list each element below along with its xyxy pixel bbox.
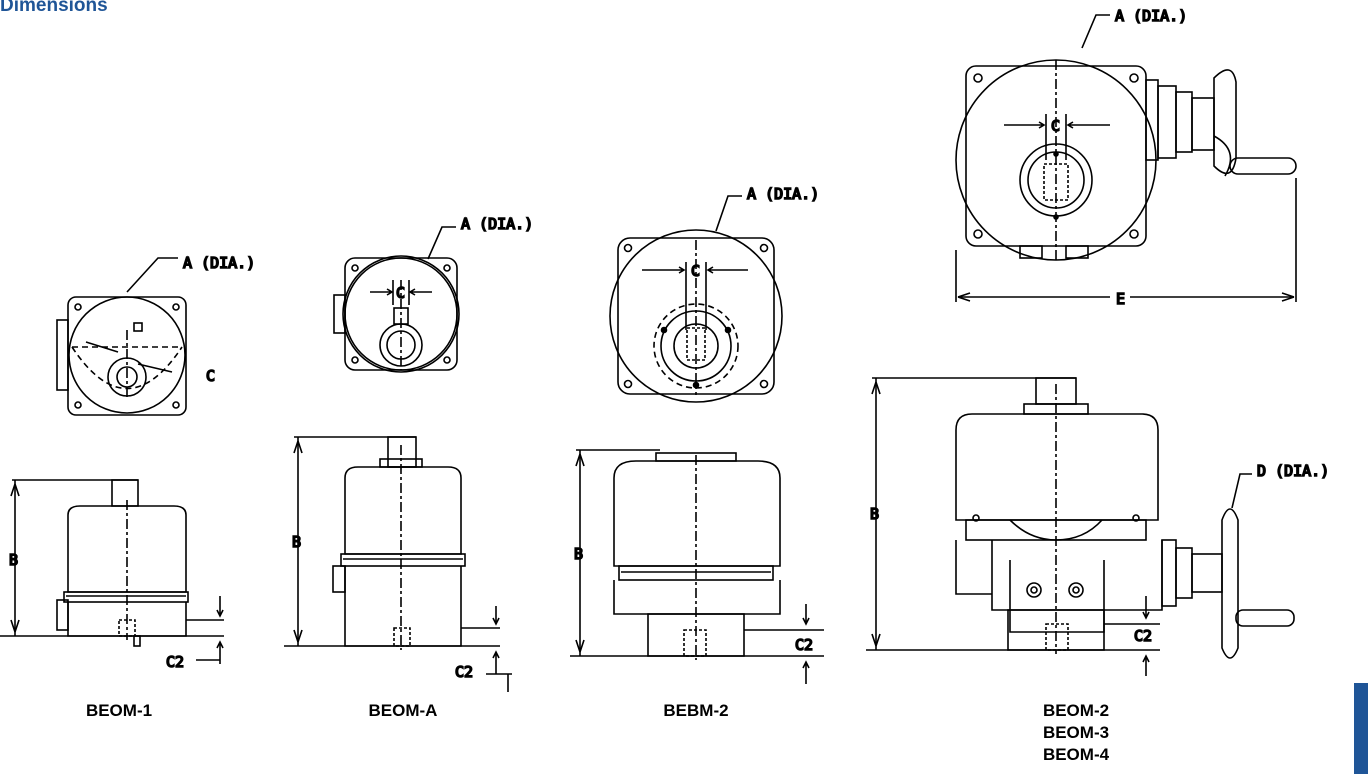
bebm-2-side-view: B C2 xyxy=(570,449,824,684)
model-label-beom-3: BEOM-3 xyxy=(1042,723,1110,742)
model-label-beom-4: BEOM-4 xyxy=(1042,745,1110,764)
beom-234-e-label: E xyxy=(1116,290,1125,308)
beom-234-b-label: B xyxy=(870,505,879,523)
beom-a-a-dia-label: A (DIA.) xyxy=(461,215,533,233)
beom-1-c2-label: C2 xyxy=(166,653,184,671)
beom-1-c-label: C xyxy=(206,367,215,385)
bebm-2-top-view: C A (DIA.) xyxy=(609,184,820,403)
beom-234-d-dia-label: D (DIA.) xyxy=(1257,462,1329,480)
beom-1-side-view: B C2 xyxy=(0,479,224,672)
model-label-beom-1: BEOM-1 xyxy=(85,701,153,720)
beom-a-c2-label: C2 xyxy=(455,663,473,681)
model-label-beom-2: BEOM-2 xyxy=(1042,701,1110,720)
beom-1-b-label: B xyxy=(9,551,18,569)
section-tab xyxy=(1354,683,1368,774)
beom-a-c-label: C xyxy=(396,284,405,302)
beom-234-c-label: C xyxy=(1051,117,1060,135)
beom-234-c2-label: C2 xyxy=(1134,627,1152,645)
bebm-2-b-label: B xyxy=(574,545,583,563)
model-label-bebm-2: BEBM-2 xyxy=(663,701,729,720)
beom-a-side-view: B C2 xyxy=(284,436,512,692)
beom-1-top-view: A (DIA.) C xyxy=(56,253,256,416)
beom-234-side-view: B C2 D (DIA.) xyxy=(866,377,1330,676)
beom-1-a-dia-label: A (DIA.) xyxy=(183,254,255,272)
bebm-2-c2-label: C2 xyxy=(795,636,813,654)
beom-234-a-dia-label: A (DIA.) xyxy=(1115,7,1187,25)
beom-234-top-view: C A (DIA.) E xyxy=(955,6,1297,309)
bebm-2-a-dia-label: A (DIA.) xyxy=(747,185,819,203)
beom-a-b-label: B xyxy=(292,533,301,551)
model-label-beom-a: BEOM-A xyxy=(368,701,438,720)
beom-a-top-view: C A (DIA.) xyxy=(333,214,534,373)
bebm-2-c-label: C xyxy=(691,262,700,280)
page-title: Dimensions xyxy=(0,0,108,16)
